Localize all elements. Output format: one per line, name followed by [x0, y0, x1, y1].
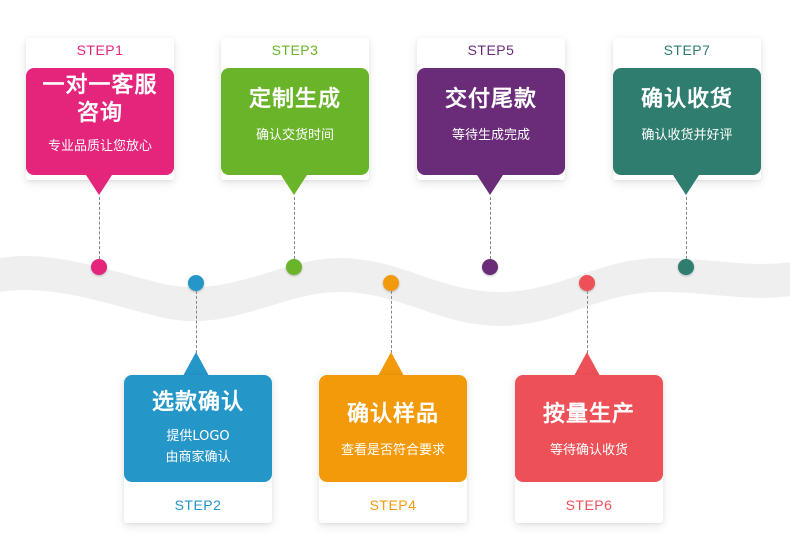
step6-connector [587, 291, 588, 353]
step2-card: 选款确认 提供LOGO 由商家确认 STEP2 [124, 375, 272, 523]
step4-dot [383, 275, 399, 291]
step3-title: 定制生成 [248, 87, 341, 112]
step3-label: STEP3 [271, 42, 319, 58]
step7-label: STEP7 [663, 42, 711, 58]
step4-label: STEP4 [369, 497, 417, 513]
step2-box: 选款确认 提供LOGO 由商家确认 [124, 375, 272, 482]
step2-pointer [183, 352, 209, 376]
step4-pointer [378, 352, 404, 376]
step1-card: STEP1 一对一客服 咨询 专业品质让您放心 [26, 38, 174, 180]
step3-box: 定制生成 确认交货时间 [221, 68, 369, 175]
step3-pointer [281, 175, 307, 195]
step4-box: 确认样品 查看是否符合要求 [319, 375, 467, 482]
step4-connector [391, 291, 392, 353]
step6-label: STEP6 [565, 497, 613, 513]
step1-box: 一对一客服 咨询 专业品质让您放心 [26, 68, 174, 175]
step2-subtitle-line2: 由商家确认 [165, 450, 231, 465]
step3-subtitle: 确认交货时间 [255, 128, 334, 143]
step5-dot [482, 259, 498, 275]
step5-subtitle: 等待生成完成 [451, 128, 530, 143]
step5-box: 交付尾款 等待生成完成 [417, 68, 565, 175]
step6-card: 按量生产 等待确认收货 STEP6 [515, 375, 663, 523]
step3-connector [294, 197, 295, 259]
step7-title: 确认收货 [640, 87, 733, 112]
step2-dot [188, 275, 204, 291]
step2-subtitle-line1: 提供LOGO [166, 429, 230, 444]
step1-title-line1: 一对一客服 [42, 73, 158, 98]
step1-dot [91, 259, 107, 275]
step7-box: 确认收货 确认收货并好评 [613, 68, 761, 175]
step7-subtitle: 确认收货并好评 [641, 128, 733, 143]
step5-title: 交付尾款 [444, 87, 537, 112]
step6-dot [579, 275, 595, 291]
step5-label: STEP5 [467, 42, 515, 58]
step5-connector [490, 197, 491, 259]
step7-pointer [673, 175, 699, 195]
step6-subtitle: 等待确认收货 [549, 443, 628, 458]
wave-shape [0, 256, 790, 326]
step4-title: 确认样品 [346, 402, 439, 427]
step6-title: 按量生产 [542, 402, 635, 427]
step6-pointer [574, 352, 600, 376]
step7-connector [686, 197, 687, 259]
step2-connector [196, 291, 197, 353]
step4-subtitle: 查看是否符合要求 [340, 443, 445, 458]
step1-title-line2: 咨询 [76, 101, 123, 126]
step6-box: 按量生产 等待确认收货 [515, 375, 663, 482]
step1-subtitle: 专业品质让您放心 [47, 139, 152, 154]
step1-pointer [86, 175, 112, 195]
step3-card: STEP3 定制生成 确认交货时间 [221, 38, 369, 180]
step1-label: STEP1 [76, 42, 124, 58]
step5-card: STEP5 交付尾款 等待生成完成 [417, 38, 565, 180]
step1-connector [99, 197, 100, 259]
step7-dot [678, 259, 694, 275]
step2-label: STEP2 [174, 497, 222, 513]
step4-card: 确认样品 查看是否符合要求 STEP4 [319, 375, 467, 523]
step3-dot [286, 259, 302, 275]
step5-pointer [477, 175, 503, 195]
step2-title: 选款确认 [151, 390, 244, 415]
step7-card: STEP7 确认收货 确认收货并好评 [613, 38, 761, 180]
